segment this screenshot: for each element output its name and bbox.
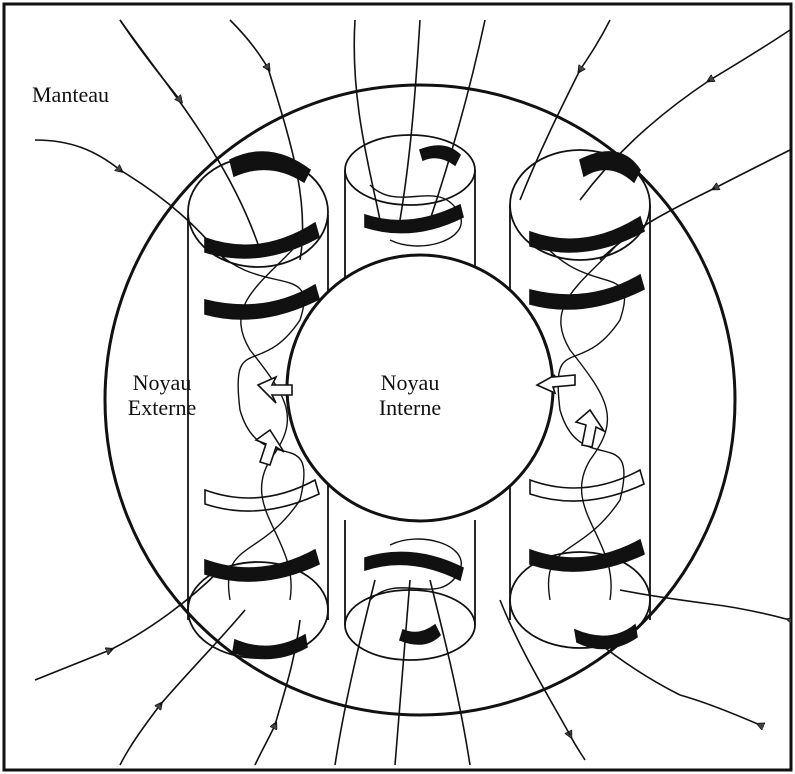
outer-core-label: Noyau Externe xyxy=(112,370,212,420)
outer-core-label-line1: Noyau xyxy=(112,370,212,395)
inner-core-label-line1: Noyau xyxy=(360,370,460,395)
inner-core-label-line2: Interne xyxy=(360,395,460,420)
outer-core-label-line2: Externe xyxy=(112,395,212,420)
inner-core-label: Noyau Interne xyxy=(360,370,460,420)
mantle-label: Manteau xyxy=(30,82,111,107)
